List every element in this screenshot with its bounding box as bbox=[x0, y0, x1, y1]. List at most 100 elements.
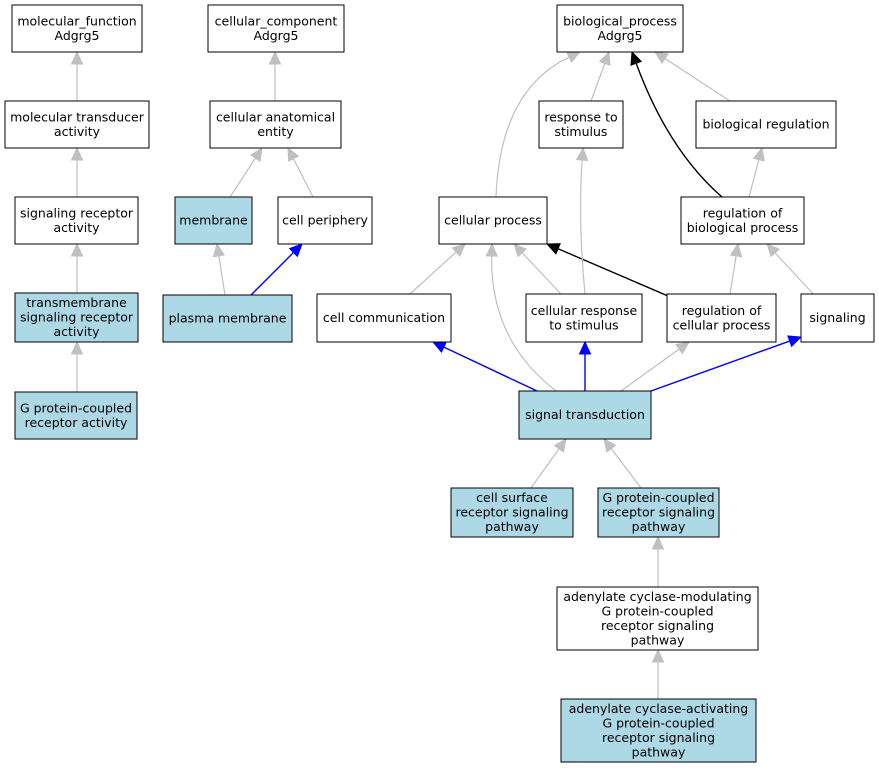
node-box bbox=[14, 292, 139, 343]
node-label-line: response to bbox=[544, 109, 617, 124]
edge-line bbox=[590, 63, 606, 102]
edge-reg_cell_proc-to-reg_bio_proc bbox=[729, 242, 743, 295]
node-signaling: signaling bbox=[800, 293, 875, 343]
edge-sig_trans-to-cell_proc bbox=[485, 242, 557, 392]
edge-cell_anat-to-cc_root bbox=[268, 50, 282, 101]
node-box bbox=[162, 294, 293, 343]
node-label-line: adenylate cyclase-modulating bbox=[563, 589, 751, 604]
node-box bbox=[666, 293, 777, 343]
edge-ac_mod_path-to-gpcr_path bbox=[651, 535, 665, 587]
node-label-line: biological process bbox=[687, 220, 799, 235]
edge-arrowhead bbox=[268, 50, 282, 65]
node-label-line: biological regulation bbox=[702, 117, 829, 132]
node-box bbox=[560, 698, 757, 763]
edge-arrowhead bbox=[287, 146, 300, 162]
edge-line bbox=[635, 63, 723, 198]
edges-layer bbox=[70, 50, 816, 699]
edge-line bbox=[530, 448, 560, 489]
node-box bbox=[11, 4, 143, 53]
node-label-line: to stimulus bbox=[549, 317, 618, 332]
edge-arrowhead bbox=[70, 50, 84, 65]
edge-arrowhead bbox=[249, 146, 263, 162]
edge-arrowhead bbox=[575, 146, 589, 161]
node-label-line: transmembrane bbox=[26, 295, 127, 310]
node-label-line: cell periphery bbox=[282, 213, 368, 228]
edge-arrowhead bbox=[288, 243, 303, 258]
node-label-line: stimulus bbox=[555, 124, 608, 139]
edge-sig_trans-to-signaling bbox=[650, 335, 803, 392]
edge-arrowhead bbox=[70, 340, 84, 355]
edge-arrowhead bbox=[675, 341, 690, 355]
node-plasma-membrane: plasma membrane bbox=[162, 294, 293, 343]
edge-arrowhead bbox=[553, 438, 567, 453]
edge-line bbox=[250, 251, 295, 296]
edge-arrowhead bbox=[545, 243, 561, 255]
edge-reg_bio_proc-to-bp_root bbox=[630, 50, 723, 198]
edge-arrowhead bbox=[752, 146, 765, 162]
edge-line bbox=[774, 252, 816, 297]
edge-resp_stim-to-bp_root bbox=[590, 50, 611, 102]
node-box bbox=[14, 196, 139, 245]
edge-plasma_membrane-to-cell_periph bbox=[250, 243, 303, 296]
edge-line bbox=[229, 157, 256, 198]
edge-arrowhead bbox=[787, 335, 803, 348]
edge-arrowhead bbox=[431, 341, 447, 354]
node-box bbox=[556, 586, 759, 651]
node-label-line: activity bbox=[54, 124, 101, 139]
edge-sig_trans-to-cell_resp_stim bbox=[578, 340, 592, 391]
edge-line bbox=[521, 252, 562, 295]
edge-arrowhead bbox=[630, 50, 643, 66]
node-label-line: regulation of bbox=[682, 303, 762, 318]
edge-line bbox=[580, 159, 586, 295]
node-label-line: cell surface bbox=[476, 490, 548, 505]
edge-line bbox=[650, 340, 790, 392]
node-label-line: signal transduction bbox=[525, 407, 645, 422]
node-box bbox=[438, 196, 548, 245]
node-box bbox=[14, 391, 138, 440]
node-box bbox=[277, 196, 373, 245]
node-label-line: signaling receptor bbox=[20, 310, 134, 325]
node-label-line: Adgrg5 bbox=[54, 28, 99, 43]
node-box bbox=[518, 390, 652, 440]
edge-arrowhead bbox=[485, 242, 498, 257]
node-label-line: adenylate cyclase-activating bbox=[569, 701, 749, 716]
edge-line bbox=[664, 58, 731, 102]
node-label-line: membrane bbox=[179, 213, 248, 228]
node-label-line: receptor signaling bbox=[602, 730, 715, 745]
node-label-line: pathway bbox=[632, 519, 686, 534]
edge-reg_cell_proc-to-cell_proc bbox=[545, 243, 669, 297]
edge-line bbox=[610, 448, 642, 489]
node-label-line: cellular anatomical bbox=[216, 109, 335, 124]
edge-arrowhead bbox=[513, 243, 528, 258]
node-label-line: G protein-coupled bbox=[20, 400, 132, 415]
node-box bbox=[597, 487, 720, 538]
node-bio-reg: biological regulation bbox=[695, 100, 837, 149]
node-label-line: signaling bbox=[809, 310, 865, 325]
node-cell-periph: cell periphery bbox=[277, 196, 373, 245]
edge-line bbox=[409, 251, 457, 295]
edge-line bbox=[748, 159, 760, 198]
node-label-line: molecular_function bbox=[17, 13, 136, 28]
edge-sig_receptor-to-mol_transducer bbox=[70, 146, 84, 197]
edge-sig_trans-to-cell_comm bbox=[431, 341, 538, 392]
node-box bbox=[538, 100, 624, 149]
node-label-line: cellular response bbox=[531, 303, 638, 318]
node-label-line: activity bbox=[53, 220, 100, 235]
node-box bbox=[680, 196, 805, 245]
edge-line bbox=[620, 348, 680, 392]
node-box bbox=[556, 4, 684, 53]
node-box bbox=[207, 4, 345, 53]
edge-arrowhead bbox=[566, 51, 582, 64]
edge-line bbox=[292, 158, 314, 198]
